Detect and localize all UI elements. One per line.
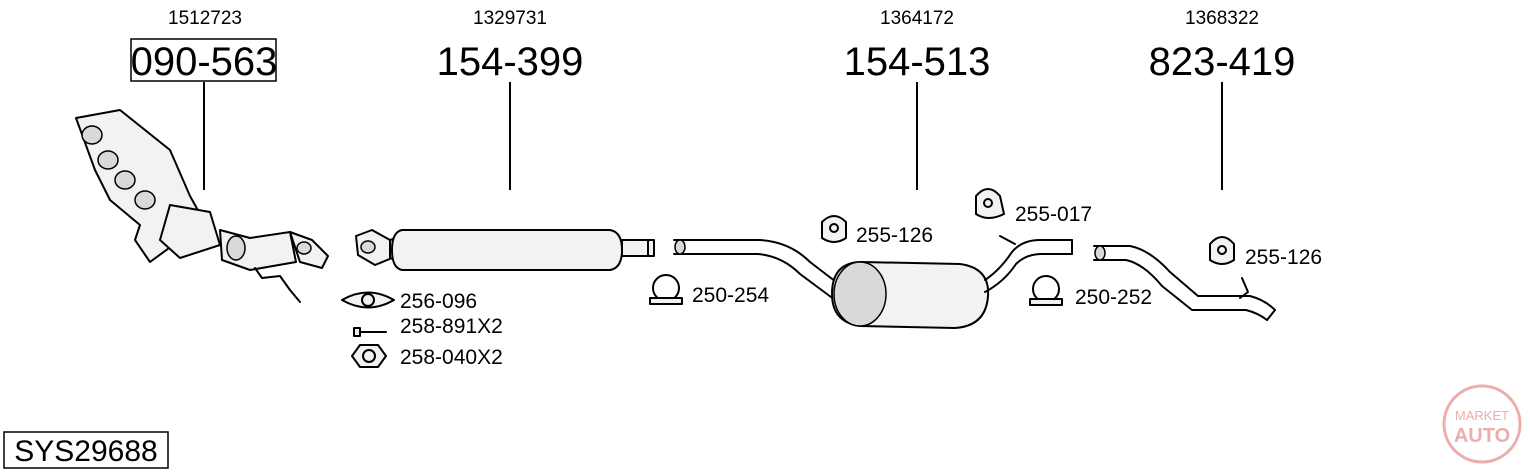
market-auto-logo: MARKET AUTO (1442, 384, 1522, 464)
middle-muffler-pipe-icon[interactable] (673, 235, 1073, 329)
gasket-icon (341, 291, 395, 309)
logo-line-1: MARKET (1455, 408, 1509, 423)
part-code-2[interactable]: 154-399 (437, 40, 584, 84)
part-code-3[interactable]: 154-513 (844, 40, 991, 84)
oe-number-3: 1364172 (880, 8, 954, 29)
rubber-hanger-icon (821, 215, 847, 243)
system-code-box (3, 431, 169, 469)
system-code: SYS29688 (14, 435, 157, 468)
oe-number-1: 1512723 (168, 8, 242, 29)
accessory-label-258-891x2: 258-891X2 (400, 315, 503, 338)
accessory-hanger-1[interactable]: 255-126 (821, 215, 933, 247)
exhaust-manifold-catalyst-icon[interactable] (75, 109, 329, 303)
part-code-1[interactable]: 090-563 (131, 40, 278, 84)
oe-number-2: 1329731 (473, 8, 547, 29)
accessory-label-255-126-b: 255-126 (1245, 246, 1322, 269)
clamp-icon (1029, 275, 1063, 306)
accessory-label-255-126-a: 255-126 (856, 224, 933, 247)
clamp-icon (649, 274, 683, 305)
nut-icon (351, 344, 387, 368)
accessory-gasket[interactable]: 256-096 (341, 290, 477, 313)
accessory-label-255-017: 255-017 (1015, 203, 1092, 226)
bolt-icon (353, 327, 387, 337)
logo-line-2: AUTO (1454, 425, 1510, 447)
rubber-hanger-icon (1209, 236, 1235, 265)
accessory-label-250-254: 250-254 (692, 284, 769, 307)
oe-number-4: 1368322 (1185, 8, 1259, 29)
accessory-label-250-252: 250-252 (1075, 286, 1152, 309)
part-code-4[interactable]: 823-419 (1149, 40, 1296, 84)
part-code-box-1 (130, 38, 277, 82)
accessory-hanger-3[interactable]: 255-126 (1209, 236, 1322, 269)
front-muffler-icon[interactable] (355, 229, 655, 271)
accessory-label-256-096: 256-096 (400, 290, 477, 313)
accessory-hanger-2[interactable]: 255-017 (975, 188, 1092, 226)
rubber-hanger-icon (975, 188, 1005, 219)
accessory-nut[interactable]: 258-040X2 (351, 344, 503, 369)
accessory-clamp-2[interactable]: 250-252 (1029, 275, 1152, 309)
accessory-clamp-1[interactable]: 250-254 (649, 274, 769, 307)
logo-ring (1442, 384, 1522, 464)
accessory-bolt[interactable]: 258-891X2 (353, 315, 503, 338)
tail-pipe-icon[interactable] (1093, 245, 1276, 321)
accessory-label-258-040x2: 258-040X2 (400, 346, 503, 369)
